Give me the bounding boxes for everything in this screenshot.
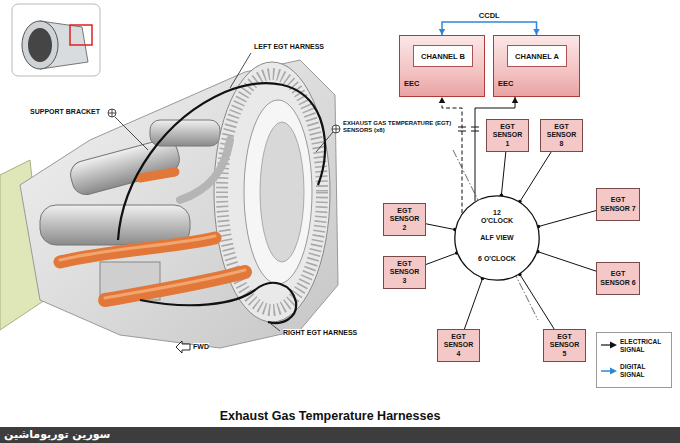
- callout-leaders: [108, 53, 340, 353]
- view-text: 6 O'CLOCK: [477, 255, 517, 263]
- sensor-box: EGT SENSOR 4: [437, 329, 480, 362]
- callout-label: LEFT EGT HARNESS: [254, 43, 324, 51]
- callout-symbol: [108, 109, 116, 117]
- engine-tube: [180, 140, 230, 200]
- left-harness: [118, 83, 325, 240]
- sensor-name: EGT SENSOR 2: [387, 207, 422, 231]
- sensor-box: EGT SENSOR 3: [383, 256, 426, 289]
- leader-line: [115, 117, 148, 150]
- forward-arrow: [176, 341, 190, 353]
- figure-caption: Exhaust Gas Temperature Harnesses: [130, 409, 530, 424]
- thumbnail-fan: [22, 21, 58, 69]
- electrical-connector: [464, 278, 482, 329]
- legend-text: DIGITAL SIGNAL: [620, 363, 670, 379]
- sensor-box: EGT SENSOR 7: [596, 188, 640, 221]
- leader-line: [271, 324, 280, 331]
- engine-cylinder: [150, 120, 220, 146]
- view-text: ALF VIEW: [477, 234, 517, 242]
- leader-line: [230, 53, 251, 88]
- engine-core: [20, 60, 338, 348]
- sensor-name: EGT SENSOR 5: [547, 333, 582, 357]
- sensor-box: EGT SENSOR 2: [383, 203, 426, 236]
- sensor-name: EGT SENSOR 6: [600, 270, 636, 286]
- exhaust-plug: [260, 122, 304, 262]
- callout-label: EXHAUST GAS TEMPERATURE (EGT) SENSORS (x…: [343, 120, 455, 134]
- thumbnail-frame: [12, 4, 100, 76]
- sensor-name: EGT SENSOR 3: [387, 260, 422, 284]
- locator-thumbnail: [12, 4, 100, 76]
- sensor-box: EGT SENSOR 5: [543, 329, 586, 362]
- channel-name: CHANNEL A: [507, 45, 567, 67]
- sensor-name: EGT SENSOR 8: [544, 123, 579, 147]
- sensor-box: EGT SENSOR 1: [486, 119, 529, 152]
- sensor-name: EGT SENSOR 1: [490, 123, 525, 147]
- callout-symbol: [108, 109, 116, 117]
- electrical-connector: [442, 97, 462, 213]
- circle-outline: [455, 196, 539, 280]
- legend-arrow-sample: [610, 368, 617, 375]
- view-text: 12 O'CLOCK: [477, 209, 517, 225]
- electrical-connector: [538, 252, 596, 271]
- electrical-connector: [426, 253, 457, 264]
- eec-channel-box: CHANNEL A EEC: [493, 35, 580, 97]
- arrow-head: [512, 97, 518, 103]
- connector-label: CCDL: [478, 11, 501, 20]
- engine-cylinder: [40, 205, 190, 245]
- callout-label: SUPPORT BRACKET: [30, 108, 100, 116]
- digital-connector: [442, 22, 537, 35]
- thumbnail-highlight: [70, 25, 92, 45]
- right-harness: [140, 283, 296, 323]
- orange-duct-highlight: [60, 236, 215, 260]
- electrical-connector: [538, 211, 596, 227]
- arrow-head: [439, 97, 445, 103]
- eec-channel-box: CHANNEL B EEC: [399, 35, 485, 97]
- sensor-box: EGT SENSOR 6: [596, 262, 640, 295]
- alf-view-circle: 12 O'CLOCK ALF VIEW 6 O'CLOCK: [454, 195, 540, 281]
- orange-duct-highlight: [105, 270, 245, 298]
- legend-text: ELECTRICAL SIGNAL: [620, 338, 670, 354]
- callout-label: RIGHT EGT HARNESS: [283, 329, 357, 337]
- engine-drawing: [0, 60, 338, 348]
- unit-name: EEC: [498, 79, 513, 88]
- sensor-name: EGT SENSOR 4: [441, 333, 476, 357]
- channel-name: CHANNEL B: [413, 45, 473, 67]
- legend-arrow-sample: [610, 342, 617, 349]
- thumbnail-fan-hub: [28, 28, 52, 62]
- callout-symbol: [332, 125, 340, 133]
- leader-line: [316, 132, 333, 152]
- watermark: سورین توربوماشین: [4, 427, 110, 443]
- electrical-connector: [520, 274, 554, 329]
- orange-duct: [140, 172, 175, 178]
- electrical-connector: [501, 152, 505, 195]
- electrical-connector: [520, 152, 551, 202]
- sensor-name: EGT SENSOR 7: [600, 196, 636, 212]
- unit-name: EEC: [404, 79, 419, 88]
- electrical-connector: [426, 224, 455, 230]
- exhaust-inner-ring: [244, 100, 312, 284]
- callout-label: FWD: [193, 343, 209, 351]
- callout-symbol: [332, 125, 340, 133]
- sensor-box: EGT SENSOR 8: [540, 119, 583, 152]
